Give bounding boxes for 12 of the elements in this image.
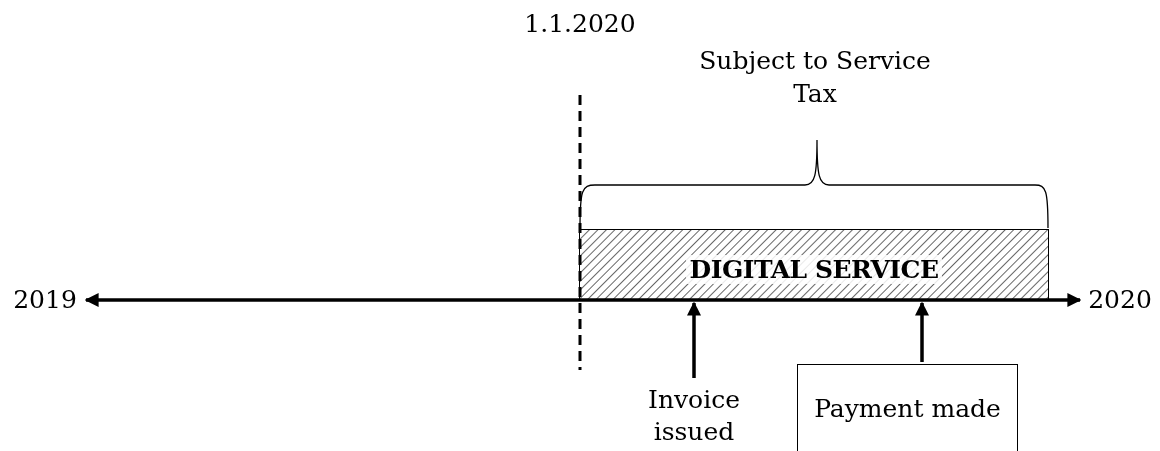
timeline-arrow xyxy=(687,301,701,378)
timeline-arrow xyxy=(84,293,1082,307)
box-text: Payment made xyxy=(814,393,1001,425)
event-box xyxy=(797,364,1018,451)
year-label: 2020 xyxy=(1084,280,1156,320)
date-label: 1.1.2020 xyxy=(523,8,637,40)
hatched-service-bar xyxy=(579,229,1049,300)
event-label: Invoice issued xyxy=(630,380,758,451)
bracket-label: Subject to Service Tax xyxy=(698,45,932,110)
bar-title: DIGITAL SERVICE xyxy=(685,254,943,284)
year-label: 2019 xyxy=(8,280,82,320)
timeline-arrow xyxy=(915,301,929,362)
